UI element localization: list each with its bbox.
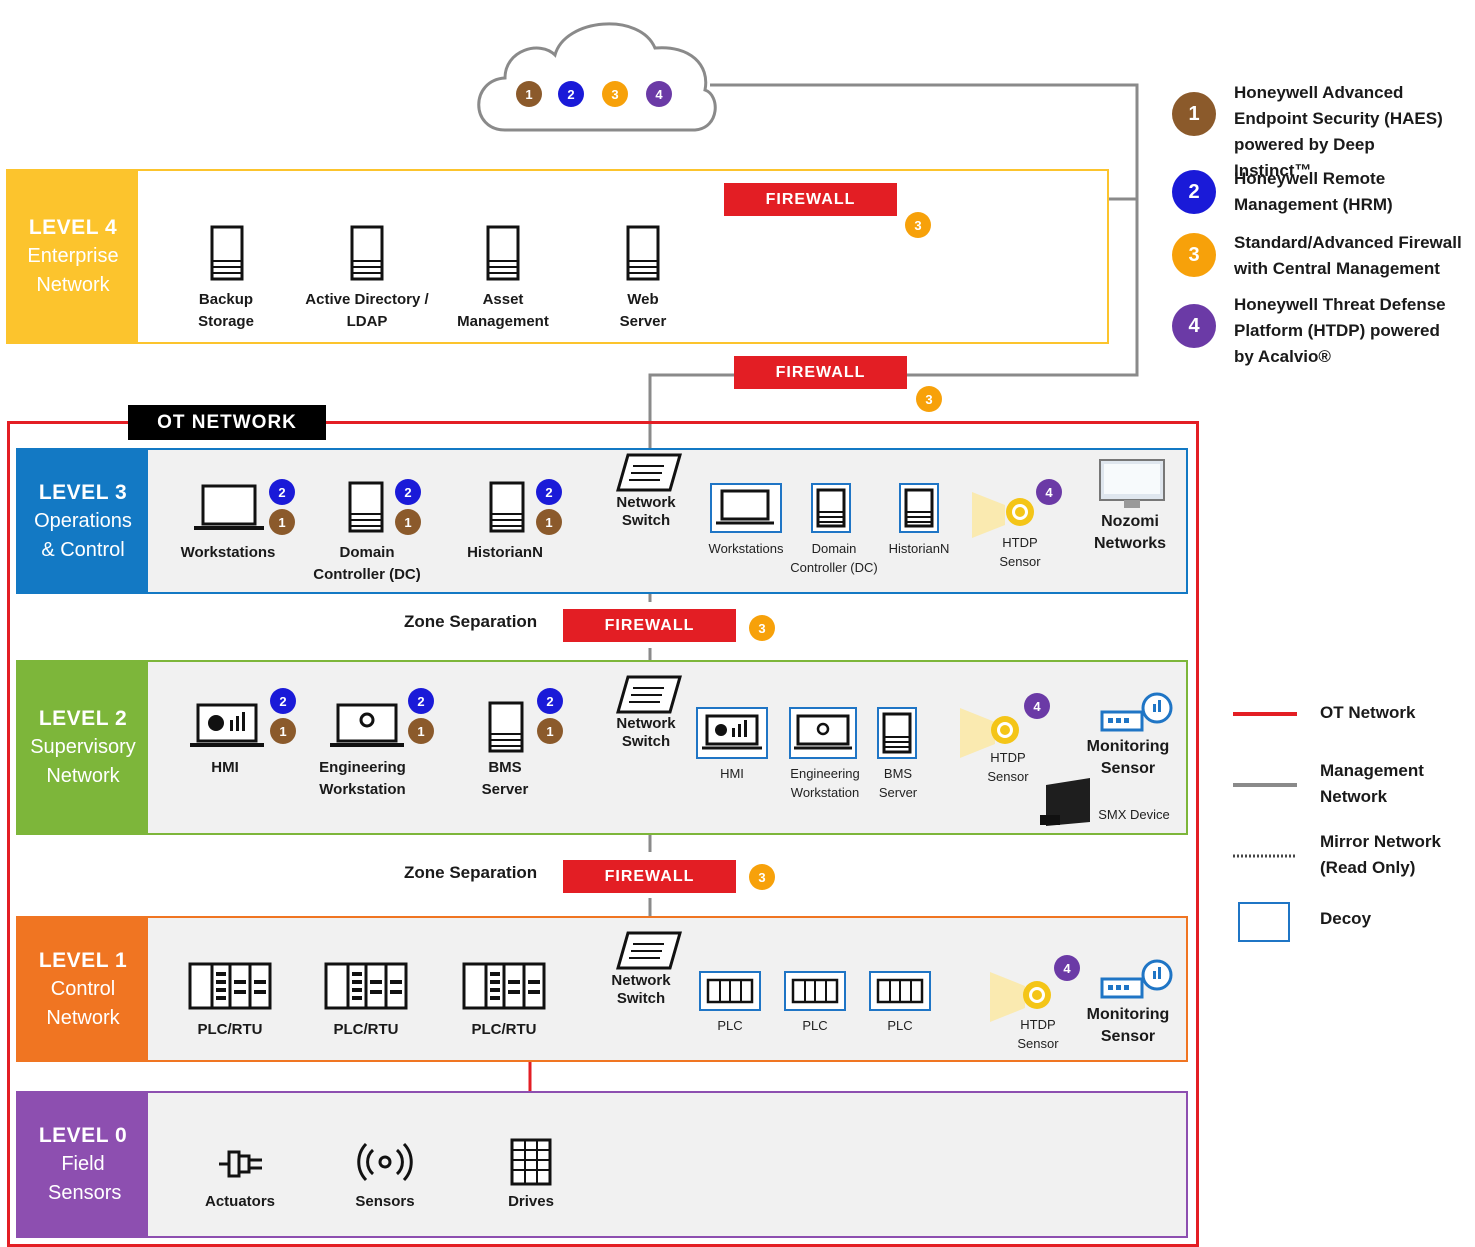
firewall-badge: 3 <box>749 864 775 890</box>
legend-badge-4: 4 <box>1172 304 1216 348</box>
server-icon <box>626 225 660 286</box>
htdp-sensor-label: HTDP Sensor <box>1017 1017 1059 1051</box>
cloud-badge-2: 2 <box>558 81 584 107</box>
legend-text-4: Honeywell Threat Defense Platform (HTDP)… <box>1234 295 1446 366</box>
hrm-badge: 2 <box>537 688 563 714</box>
network-switch-label: Network Switch <box>616 715 676 750</box>
firewall-enterprise-ot: FIREWALL <box>734 356 907 389</box>
level4-title: LEVEL 4 <box>28 216 118 239</box>
level3-subtitle: Operations & Control <box>34 509 132 561</box>
zone-separation-label: Zone Separation <box>404 863 538 882</box>
level4-panel: LEVEL 4 Enterprise Network <box>6 169 1109 344</box>
level2-title: LEVEL 2 <box>38 707 128 730</box>
level0-subtitle: Field Sensors <box>48 1153 122 1204</box>
legend-badge-3: 3 <box>1172 233 1216 277</box>
htdp-sensor-label: HTDP Sensor <box>999 535 1041 569</box>
level4-subtitle: Enterprise Network <box>27 245 119 296</box>
device-label: Backup Storage <box>198 291 254 330</box>
nozomi-label: Nozomi Networks <box>1093 513 1167 552</box>
hrm-badge: 2 <box>536 479 562 505</box>
device-label: Asset Management <box>457 291 549 330</box>
htdp-sensor-label: HTDP Sensor <box>987 750 1029 784</box>
hrm-badge: 2 <box>270 688 296 714</box>
decoy-label: Domain Controller (DC) <box>790 541 878 575</box>
monitoring-sensor-label: Monitoring Sensor <box>1086 738 1170 777</box>
device-label: PLC/RTU <box>471 1021 537 1038</box>
device-label: Active Directory / LDAP <box>305 291 429 330</box>
zone-separation-label: Zone Separation <box>404 612 538 631</box>
device-label: Actuators <box>204 1193 275 1210</box>
legend-ot-network: OT Network <box>1320 703 1416 722</box>
monitoring-sensor-label: Monitoring Sensor <box>1086 1006 1170 1045</box>
network-switch-label: Network Switch <box>616 494 676 529</box>
cloud-shape <box>477 22 717 132</box>
firewall-badge: 3 <box>916 386 942 412</box>
legend-management-network: Management Network <box>1320 761 1424 806</box>
level2-panel: LEVEL 2 Supervisory Network <box>16 660 1188 835</box>
mgmt-line-fw-l3 <box>648 373 735 452</box>
legend-text-2: Honeywell Remote Management (HRM) <box>1234 169 1393 214</box>
haes-badge: 1 <box>536 509 562 535</box>
decoy-label: BMS Server <box>878 766 918 800</box>
level2-subtitle: Supervisory Network <box>30 736 136 787</box>
device-label: Domain Controller (DC) <box>313 544 421 583</box>
decoy-label: PLC <box>887 1018 913 1033</box>
htdp-badge: 4 <box>1024 693 1050 719</box>
legend-text-3: Standard/Advanced Firewall with Central … <box>1234 233 1462 278</box>
network-switch-label: Network Switch <box>611 972 671 1007</box>
device-label: HMI <box>211 759 239 776</box>
htdp-badge: 4 <box>1054 955 1080 981</box>
htdp-badge: 4 <box>1036 479 1062 505</box>
haes-badge: 1 <box>395 509 421 535</box>
hrm-badge: 2 <box>408 688 434 714</box>
level0-title: LEVEL 0 <box>38 1124 128 1147</box>
device-label: PLC/RTU <box>197 1021 263 1038</box>
haes-badge: 1 <box>270 718 296 744</box>
device-label: Drives <box>508 1193 554 1210</box>
firewall-l2-l1: FIREWALL <box>563 860 736 893</box>
device-label: PLC/RTU <box>333 1021 399 1038</box>
device-label: Web Server <box>619 291 667 330</box>
device-label: Engineering Workstation <box>319 759 406 798</box>
level3-title: LEVEL 3 <box>38 480 128 504</box>
device-label: Workstations <box>180 544 276 561</box>
legend-text-1: Honeywell Advanced Endpoint Security (HA… <box>1234 83 1443 180</box>
decoy-label: HistorianN <box>888 541 950 556</box>
haes-badge: 1 <box>269 509 295 535</box>
cloud-badge-1: 1 <box>516 81 542 107</box>
device-label: BMS Server <box>481 759 529 798</box>
ot-network-title: OT NETWORK <box>128 405 326 440</box>
device-label: Sensors <box>355 1193 415 1210</box>
decoy-label: PLC <box>717 1018 743 1033</box>
hrm-badge: 2 <box>269 479 295 505</box>
decoy-label: HMI <box>720 766 744 781</box>
server-icon <box>350 225 384 286</box>
legend-decoy: Decoy <box>1320 909 1372 928</box>
smx-device-label: SMX Device <box>1098 807 1170 822</box>
hrm-badge: 2 <box>395 479 421 505</box>
mgmt-line-cloud <box>710 83 1139 377</box>
legend-badge-1: 1 <box>1172 92 1216 136</box>
cloud-badge-4: 4 <box>646 81 672 107</box>
firewall-badge: 3 <box>749 615 775 641</box>
firewall-badge: 3 <box>905 212 931 238</box>
decoy-label: Engineering Workstation <box>790 766 860 800</box>
level1-subtitle: Control Network <box>46 977 120 1029</box>
server-icon <box>210 225 244 286</box>
decoy-label: Workstations <box>708 541 784 556</box>
cloud-badge-3: 3 <box>602 81 628 107</box>
level0-panel: LEVEL 0 Field Sensors <box>16 1091 1188 1238</box>
legend-mirror-network: Mirror Network (Read Only) <box>1320 832 1441 877</box>
decoy-label: PLC <box>802 1018 828 1033</box>
level1-title: LEVEL 1 <box>38 948 128 972</box>
haes-badge: 1 <box>537 718 563 744</box>
server-icon <box>486 225 520 286</box>
device-label: HistorianN <box>467 544 543 561</box>
legend-badge-2: 2 <box>1172 170 1216 214</box>
firewall-level4: FIREWALL <box>724 183 897 216</box>
haes-badge: 1 <box>408 718 434 744</box>
legend-decoy-box <box>1238 902 1290 942</box>
firewall-l3-l2: FIREWALL <box>563 609 736 642</box>
